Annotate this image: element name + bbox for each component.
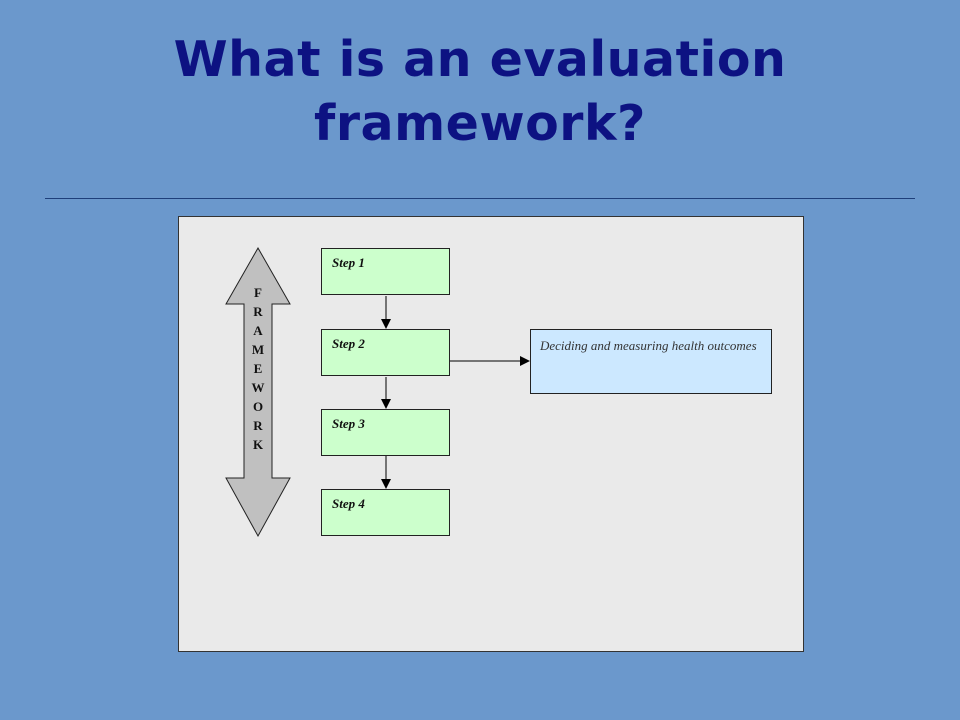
- framework-double-arrow: [225, 246, 291, 538]
- step-2-box: Step 2: [321, 329, 450, 376]
- slide-title: What is an evaluation framework?: [0, 28, 960, 156]
- diagram-panel: [178, 216, 804, 652]
- health-outcomes-note: Deciding and measuring health outcomes: [530, 329, 772, 394]
- framework-letter: W: [251, 380, 265, 395]
- slide-title-line-1: What is an evaluation: [173, 31, 787, 88]
- framework-letter: R: [253, 304, 263, 319]
- framework-label: F R A M E W O R K: [246, 283, 270, 454]
- framework-letter: M: [251, 342, 265, 357]
- title-divider: [45, 198, 915, 199]
- framework-letter: A: [253, 323, 263, 338]
- framework-letter: R: [253, 418, 263, 433]
- step-1-box: Step 1: [321, 248, 450, 295]
- step-4-box: Step 4: [321, 489, 450, 536]
- framework-letter: E: [253, 361, 263, 376]
- framework-letter: O: [252, 399, 264, 414]
- framework-letter: F: [254, 285, 262, 300]
- framework-letter: K: [252, 437, 264, 452]
- slide-title-line-2: framework?: [314, 95, 646, 152]
- step-3-box: Step 3: [321, 409, 450, 456]
